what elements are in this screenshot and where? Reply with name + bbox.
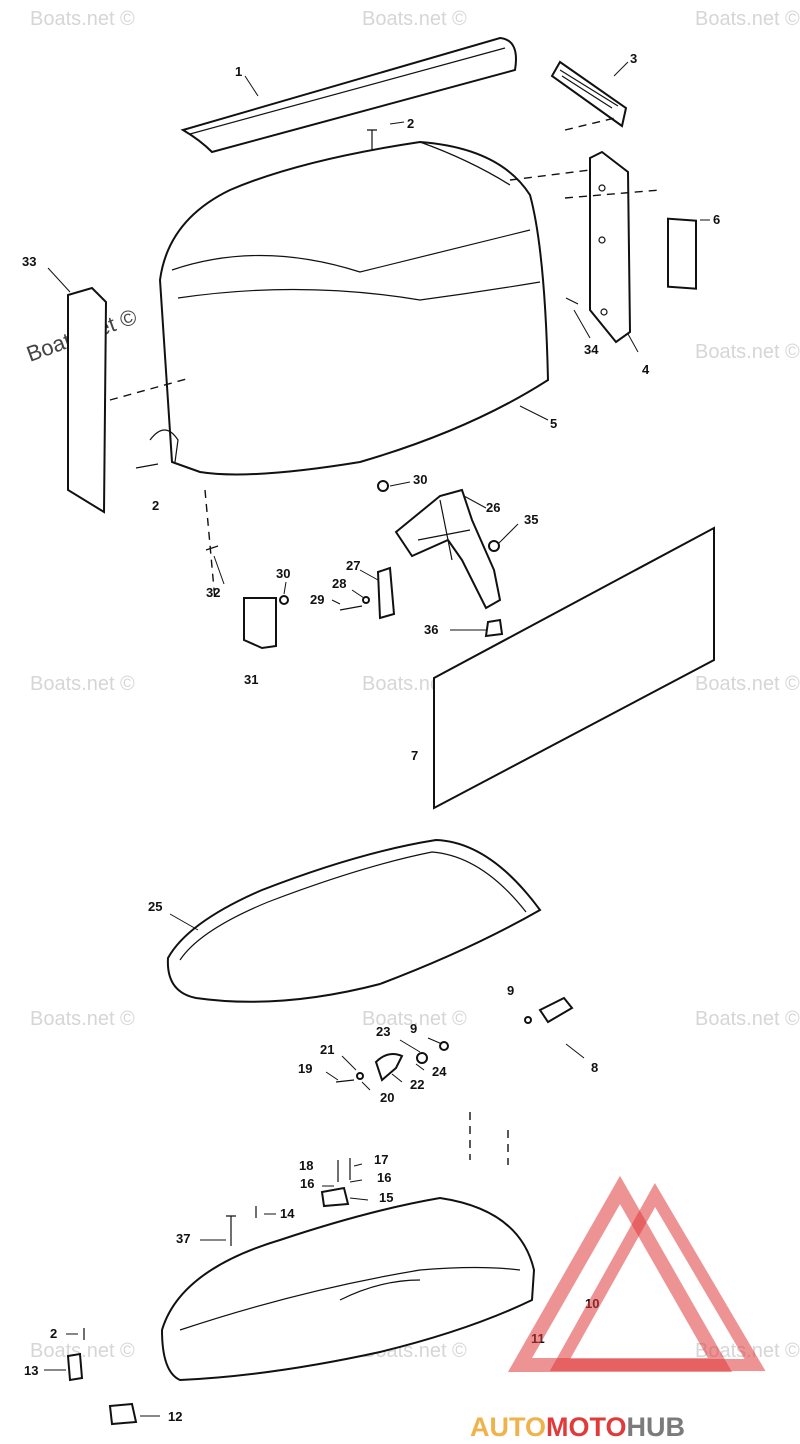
callout-number: 2 (50, 1326, 57, 1341)
part-washer (362, 596, 370, 604)
screw-icon (367, 129, 377, 150)
part-retainer-clip (320, 1186, 350, 1208)
callout-number: 14 (280, 1206, 295, 1221)
part-vent-grille (550, 60, 628, 128)
callout-number: 7 (411, 748, 418, 763)
part-washer (356, 1072, 364, 1080)
callout-number: 8 (591, 1060, 598, 1075)
part-cowl-bottom (160, 1196, 536, 1382)
part-gasket-sheet (433, 526, 715, 810)
callout-number: 9 (507, 983, 514, 998)
part-hook (374, 1053, 404, 1082)
part-latch-handle (538, 996, 574, 1024)
watermark-text: Boats.net © (695, 1008, 800, 1030)
leader-lines (44, 61, 710, 1417)
part-nut (279, 595, 289, 605)
callout-number: 34 (584, 342, 599, 357)
part-nut (488, 540, 500, 552)
callout-number: 2 (152, 498, 159, 513)
watermark-text: Boats.net © (30, 8, 135, 30)
watermark-text: Boats.net © (695, 341, 800, 363)
logo-wordmark: AUTOMOTOHUB (470, 1412, 685, 1442)
part-bracket-clip (108, 1402, 138, 1426)
part-latch-arm (376, 566, 396, 620)
screw-icon (205, 545, 219, 551)
alignment-line (509, 169, 591, 181)
watermark-text: Boats.net © (362, 1008, 467, 1030)
callout-number: 26 (486, 500, 500, 515)
watermark-text: Boats.net © (30, 673, 135, 695)
callout-number: 24 (432, 1064, 447, 1079)
callout-number: 30 (276, 566, 290, 581)
callout-number: 36 (424, 622, 438, 637)
callout-number: 16 (300, 1176, 314, 1191)
part-seal-ring (166, 838, 542, 1003)
alignment-line (564, 117, 616, 131)
callout-number: 21 (320, 1042, 334, 1057)
callout-number: 32 (206, 585, 220, 600)
watermark-text: Boats.net © (695, 8, 800, 30)
callout-number: 28 (332, 576, 346, 591)
part-mounting-bracket (394, 488, 502, 610)
callout-number: 3 (630, 51, 637, 66)
callout-number: 29 (310, 592, 324, 607)
callout-number: 4 (642, 362, 650, 377)
part-top-trim (180, 36, 517, 154)
part-latch-plate (243, 597, 277, 650)
screw-icon (337, 1158, 351, 1182)
callout-number: 37 (176, 1231, 190, 1246)
screw-icon (339, 605, 363, 611)
callout-number: 15 (379, 1190, 393, 1205)
part-side-panel (67, 286, 108, 514)
part-gasket-pad (667, 217, 697, 290)
alignment-line (204, 489, 216, 601)
callout-number: 25 (148, 899, 162, 914)
screw-icon (135, 463, 159, 469)
automotohub-logo: AUTOMOTOHUB (470, 1175, 766, 1442)
watermark-text: Boats.net © (30, 1008, 135, 1030)
callout-number: 16 (377, 1170, 391, 1185)
part-rear-bracket (589, 150, 632, 344)
callout-number: 1 (235, 64, 242, 79)
callout-number: 5 (550, 416, 557, 431)
screw-icon (335, 1079, 355, 1083)
logo-triangle-icon (507, 1175, 733, 1372)
callout-number: 6 (713, 212, 720, 227)
callout-number: 2 (407, 116, 414, 131)
alignment-line (469, 1112, 509, 1165)
callout-number: 22 (410, 1077, 424, 1092)
screw-icon (565, 297, 579, 305)
watermark-text: Boats.net © (362, 8, 467, 30)
callout-number: 33 (22, 254, 36, 269)
callout-number: 12 (168, 1409, 182, 1424)
bolt-icon (226, 1215, 236, 1246)
callout-number: 9 (410, 1021, 417, 1036)
part-washer (524, 1016, 532, 1024)
logo-triangle-icon (549, 1182, 766, 1371)
callout-number: 13 (24, 1363, 38, 1378)
callout-number: 20 (380, 1090, 394, 1105)
callout-number: 18 (299, 1158, 313, 1173)
callout-number: 35 (524, 512, 538, 527)
part-nut (377, 480, 389, 492)
callout-number: 27 (346, 558, 360, 573)
watermark-text: Boats.net © (695, 673, 800, 695)
watermark-text: Boats.net © (30, 1340, 135, 1362)
part-nut (416, 1052, 428, 1064)
part-cowl-top (149, 140, 550, 476)
callout-number: 17 (374, 1152, 388, 1167)
callout-number: 23 (376, 1024, 390, 1039)
callout-number: 19 (298, 1061, 312, 1076)
callout-number: 30 (413, 472, 427, 487)
callout-number: 31 (244, 672, 258, 687)
alignment-line (564, 189, 661, 199)
part-grommet (484, 618, 504, 638)
part-plate (66, 1352, 84, 1382)
